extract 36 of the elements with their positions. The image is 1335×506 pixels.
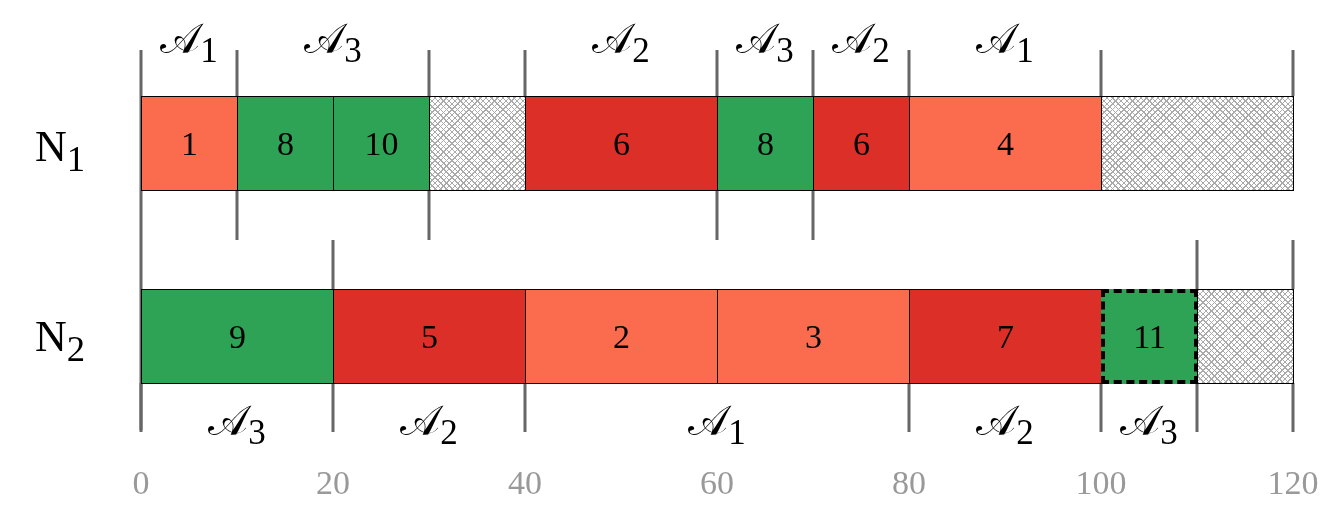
tick-label: 120 <box>1267 466 1319 500</box>
task-bar: 8 <box>717 96 814 191</box>
row-label: N$_{2}$ <box>34 315 86 368</box>
group-label: 𝒜$_{2}$ <box>400 400 458 451</box>
task-bar: 7 <box>909 289 1102 384</box>
task-bar: 6 <box>813 96 910 191</box>
group-label: 𝒜$_{3}$ <box>1120 400 1178 451</box>
task-bar: 3 <box>717 289 910 384</box>
row-label: N$_{1}$ <box>34 125 86 178</box>
task-bar: 6 <box>525 96 718 191</box>
task-bar: 8 <box>237 96 334 191</box>
tick-label: 80 <box>892 466 926 500</box>
task-bar: 1 <box>141 96 238 191</box>
tick-label: 100 <box>1075 466 1127 500</box>
group-label: 𝒜$_{1}$ <box>976 18 1034 69</box>
task-bar: 9 <box>141 289 334 384</box>
group-label: 𝒜$_{2}$ <box>592 18 650 69</box>
group-label: 𝒜$_{1}$ <box>688 400 746 451</box>
group-label: 𝒜$_{3}$ <box>208 400 266 451</box>
group-label: 𝒜$_{1}$ <box>160 18 218 69</box>
tick-label: 20 <box>316 466 350 500</box>
task-bar: 5 <box>333 289 526 384</box>
group-label: 𝒜$_{3}$ <box>304 18 362 69</box>
task-bar: 10 <box>333 96 430 191</box>
tick-label: 40 <box>508 466 542 500</box>
group-label: 𝒜$_{2}$ <box>976 400 1034 451</box>
task-bar: 2 <box>525 289 718 384</box>
idle-bar <box>429 96 526 191</box>
tick-label: 0 <box>132 466 150 500</box>
idle-bar <box>1101 96 1294 191</box>
idle-bar <box>1197 289 1294 384</box>
task-bar: 4 <box>909 96 1102 191</box>
task-bar: 11 <box>1101 289 1198 384</box>
tick-label: 60 <box>700 466 734 500</box>
group-label: 𝒜$_{3}$ <box>736 18 794 69</box>
group-label: 𝒜$_{2}$ <box>832 18 890 69</box>
